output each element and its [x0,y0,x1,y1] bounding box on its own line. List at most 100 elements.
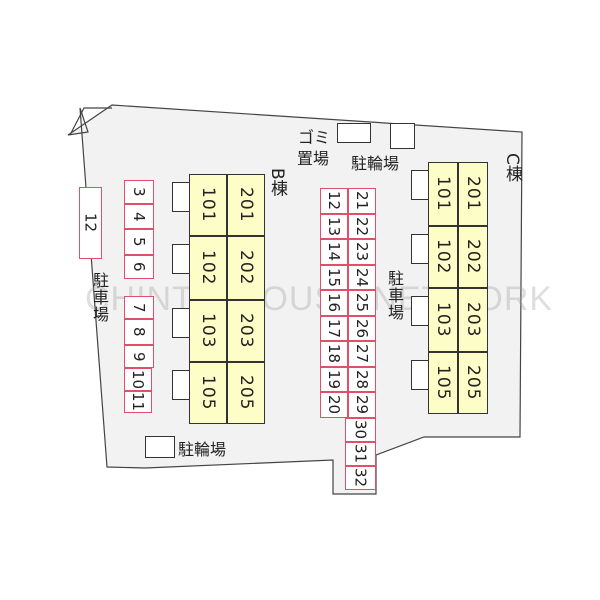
garbage-box [337,123,371,143]
parking-space-number: 20 [325,395,343,415]
parking-space-left-9: 9 [124,345,154,368]
parking-space-number: 17 [325,318,343,338]
parking-space-left-10: 10 [124,368,152,391]
parking-space-number: 22 [353,216,371,236]
parking-space-center-right-15: 15 [320,264,348,290]
parking-space-number: 19 [325,369,343,389]
parking-space-number: 29 [353,395,371,415]
bicycle-parking-top-label: 駐輪場 [351,154,400,173]
parking-space-left-6: 6 [124,255,154,279]
building-b-unit-103: 103 [189,300,227,362]
building-c-unit-number: 102 [433,239,453,275]
building-c-unit-number: 105 [433,365,453,401]
building-b-unit-201: 201 [227,174,265,236]
building-b-entrance [172,244,190,274]
building-b-unit-number: 103 [198,313,218,349]
building-c-unit-number: 103 [433,302,453,338]
parking-label-right: 駐車場 [387,269,404,322]
parking-space-center-left-22: 22 [348,213,376,239]
parking-space-number: 5 [130,237,148,247]
building-b-entrance [172,182,190,212]
building-b-unit-105: 105 [189,362,227,424]
parking-space-center-right-16: 16 [320,290,348,316]
parking-space-center-left-27: 27 [348,341,376,367]
parking-space-number: 13 [325,216,343,236]
parking-space-number: 15 [325,267,343,287]
bicycle-parking-bottom-label: 駐輪場 [178,440,227,459]
building-c-unit-105: 105 [428,352,458,414]
parking-space-center-right-19: 19 [320,366,348,392]
parking-space-number: 12 [325,191,343,211]
building-c-unit-202: 202 [458,226,488,288]
parking-space-center-right-12: 12 [320,188,348,214]
parking-space-number: 9 [130,351,148,362]
building-c-unit-201: 201 [458,162,488,226]
parking-space-center-left-25: 25 [348,290,376,316]
parking-space-center-left-29: 29 [348,392,376,418]
parking-space-number: 32 [351,468,370,488]
building-b-unit-number: 105 [198,375,218,411]
parking-space-center-bottom-31: 31 [345,442,376,466]
building-b-unit-number: 201 [236,187,256,223]
parking-space-center-left-28: 28 [348,366,376,392]
garbage-label-line1: ゴミ [298,128,331,147]
parking-space-number: 8 [130,327,148,337]
parking-space-center-right-14: 14 [320,239,348,265]
building-c-entrance [411,234,429,264]
parking-space-number: 7 [130,302,148,313]
parking-space-center-bottom-32: 32 [345,466,376,490]
building-c-unit-number: 205 [463,365,483,401]
building-c-unit-number: 201 [463,176,483,212]
parking-space-number: 31 [351,444,370,464]
building-b-unit-number: 202 [236,250,256,286]
parking-space-number: 12 [81,213,100,233]
building-c-unit-203: 203 [458,288,488,352]
parking-space-center-left-26: 26 [348,315,376,341]
parking-space-number: 21 [353,191,371,211]
bicycle-parking-top-box [390,123,415,149]
building-b-entrance [172,308,190,338]
parking-space-center-left-21: 21 [348,188,376,214]
building-c-unit-205: 205 [458,352,488,414]
parking-space-center-left-24: 24 [348,264,376,290]
parking-space-number: 27 [353,344,371,364]
parking-space-left-7: 7 [124,296,154,319]
building-b-entrance [172,370,190,400]
building-b-unit-number: 203 [236,313,256,349]
parking-space-left-3: 3 [124,180,154,204]
building-b-unit-102: 102 [189,236,227,300]
parking-space-center-right-20: 20 [320,392,348,418]
building-c-unit-102: 102 [428,226,458,288]
parking-space-center-bottom-30: 30 [345,418,376,442]
building-c-label: C棟 [502,153,522,182]
building-c-entrance [411,360,429,390]
site-notch [69,107,112,136]
parking-space-number: 11 [129,392,147,412]
building-c-unit-101: 101 [428,162,458,226]
parking-space-center-left-23: 23 [348,239,376,265]
building-b-unit-203: 203 [227,300,265,362]
building-b-unit-number: 102 [198,250,218,286]
parking-space-number: 30 [351,420,370,440]
parking-space-number: 6 [130,262,148,272]
parking-space-left-8: 8 [124,319,154,345]
parking-space-number: 14 [325,242,343,262]
parking-label-left: 駐車場 [92,271,109,324]
parking-space-number: 3 [130,187,148,197]
building-c-unit-103: 103 [428,288,458,352]
parking-space-left-4: 4 [124,204,154,229]
parking-space-center-right-13: 13 [320,213,348,239]
parking-space-number: 26 [353,318,371,338]
building-b-unit-205: 205 [227,362,265,424]
building-c-unit-number: 203 [463,302,483,338]
parking-space-number: 16 [325,293,343,313]
building-b-unit-number: 101 [198,187,218,223]
parking-space-left-5: 5 [124,229,154,255]
parking-space-number: 10 [129,369,147,390]
building-c-entrance [411,296,429,326]
building-c-unit-number: 202 [463,239,483,275]
building-b-unit-101: 101 [189,174,227,236]
building-b-unit-202: 202 [227,236,265,300]
building-b-unit-number: 205 [236,375,256,411]
parking-space-number: 4 [130,211,148,222]
